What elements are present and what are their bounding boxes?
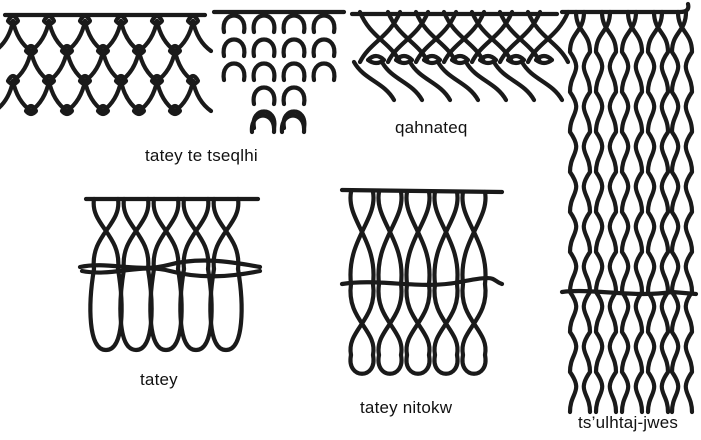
chain-loop bbox=[314, 64, 335, 81]
loop-strand bbox=[406, 284, 429, 355]
loop-strand bbox=[350, 284, 373, 355]
caption-qahnateq: qahnateq bbox=[395, 118, 468, 138]
caption-tsulhtaj-jwes: ts’ulhtaj-jwes bbox=[578, 413, 678, 433]
loop-strand bbox=[378, 192, 401, 284]
loop-strand bbox=[434, 192, 457, 284]
chain-loop bbox=[284, 88, 305, 105]
chain-loop bbox=[314, 16, 335, 33]
loop-strand bbox=[350, 192, 373, 284]
loop-strand bbox=[350, 284, 373, 355]
twined-strand bbox=[648, 12, 662, 412]
loop-strand bbox=[406, 192, 429, 284]
chain-loop bbox=[254, 64, 275, 81]
chain-loop bbox=[254, 16, 275, 33]
caption-tatey: tatey bbox=[140, 370, 178, 390]
loop-strand bbox=[350, 192, 373, 284]
loop-strand bbox=[434, 284, 457, 355]
loop-strand bbox=[406, 192, 429, 284]
lower-loop bbox=[180, 269, 211, 350]
lower-loop bbox=[350, 355, 373, 374]
panel-looped-columns bbox=[212, 2, 347, 137]
twined-strand bbox=[654, 12, 668, 412]
lower-loop bbox=[434, 355, 457, 374]
loop-strand bbox=[378, 284, 401, 355]
chain-loop bbox=[314, 40, 335, 57]
loop-strand bbox=[406, 284, 429, 355]
panel-qahnateq bbox=[352, 2, 557, 110]
mesh-strand bbox=[0, 81, 13, 111]
support-cord bbox=[562, 4, 688, 12]
caption-tatey-te-tseqlhi: tatey te tseqlhi bbox=[145, 146, 258, 166]
loop-strand bbox=[350, 284, 373, 355]
loop-strand bbox=[378, 192, 401, 284]
loop-strand bbox=[434, 284, 457, 355]
panel-tatey-te-tseqlhi bbox=[5, 5, 210, 140]
chain-loop bbox=[284, 16, 305, 33]
loop-strand bbox=[462, 192, 485, 284]
loop-strand bbox=[214, 199, 239, 269]
twined-strand bbox=[570, 12, 584, 412]
loop-strand bbox=[406, 192, 429, 284]
mesh-strand bbox=[193, 21, 211, 51]
loop-strand bbox=[124, 199, 149, 269]
loop-strand bbox=[434, 284, 457, 355]
twined-strand bbox=[628, 12, 642, 412]
loop-strand bbox=[378, 284, 401, 355]
loop-strand bbox=[378, 284, 401, 355]
panel-tsulhtaj-jwes bbox=[562, 2, 700, 412]
loop-strand bbox=[434, 284, 457, 355]
caption-tatey-nitokw: tatey nitokw bbox=[360, 398, 452, 418]
loop-strand bbox=[378, 284, 401, 355]
loop-strand bbox=[350, 192, 373, 284]
lower-loop bbox=[120, 269, 151, 350]
lower-loop bbox=[378, 355, 401, 374]
lower-loop bbox=[90, 269, 121, 350]
loop-strand bbox=[462, 192, 485, 284]
loop-strand bbox=[406, 284, 429, 355]
twined-strand bbox=[602, 12, 616, 412]
loop-strand bbox=[154, 199, 179, 269]
loop-strand bbox=[406, 284, 429, 355]
chain-loop bbox=[254, 88, 275, 105]
twined-strand bbox=[622, 12, 636, 412]
twined-strand bbox=[596, 12, 610, 412]
twined-strand bbox=[576, 12, 590, 412]
twined-strand bbox=[672, 12, 686, 412]
loop-strand bbox=[350, 192, 373, 284]
lower-loop bbox=[406, 355, 429, 374]
loop-strand bbox=[434, 192, 457, 284]
loop-strand bbox=[462, 192, 485, 284]
loop-strand bbox=[94, 199, 119, 269]
loop-strand bbox=[462, 284, 485, 355]
loop-strand bbox=[406, 192, 429, 284]
loop-strand bbox=[378, 192, 401, 284]
lower-loop bbox=[462, 355, 485, 374]
loop-strand bbox=[462, 284, 485, 355]
panel-tatey-nitokw bbox=[340, 180, 505, 390]
loop-strand bbox=[350, 284, 373, 355]
panel-tatey bbox=[78, 185, 268, 360]
loop-strand bbox=[434, 192, 457, 284]
chain-loop bbox=[224, 64, 245, 81]
chain-loop bbox=[284, 64, 305, 81]
lower-loop bbox=[210, 269, 241, 350]
chain-loop bbox=[224, 40, 245, 57]
chain-loop bbox=[224, 16, 245, 33]
loop-strand bbox=[462, 192, 485, 284]
chain-loop bbox=[254, 40, 275, 57]
loop-strand bbox=[434, 192, 457, 284]
loop-strand bbox=[462, 284, 485, 355]
loop-strand bbox=[378, 192, 401, 284]
lower-loop bbox=[150, 269, 181, 350]
twined-strand bbox=[678, 12, 692, 412]
mesh-strand bbox=[193, 81, 211, 111]
mesh-strand bbox=[0, 21, 13, 51]
chain-loop bbox=[284, 40, 305, 57]
loop-strand bbox=[462, 284, 485, 355]
